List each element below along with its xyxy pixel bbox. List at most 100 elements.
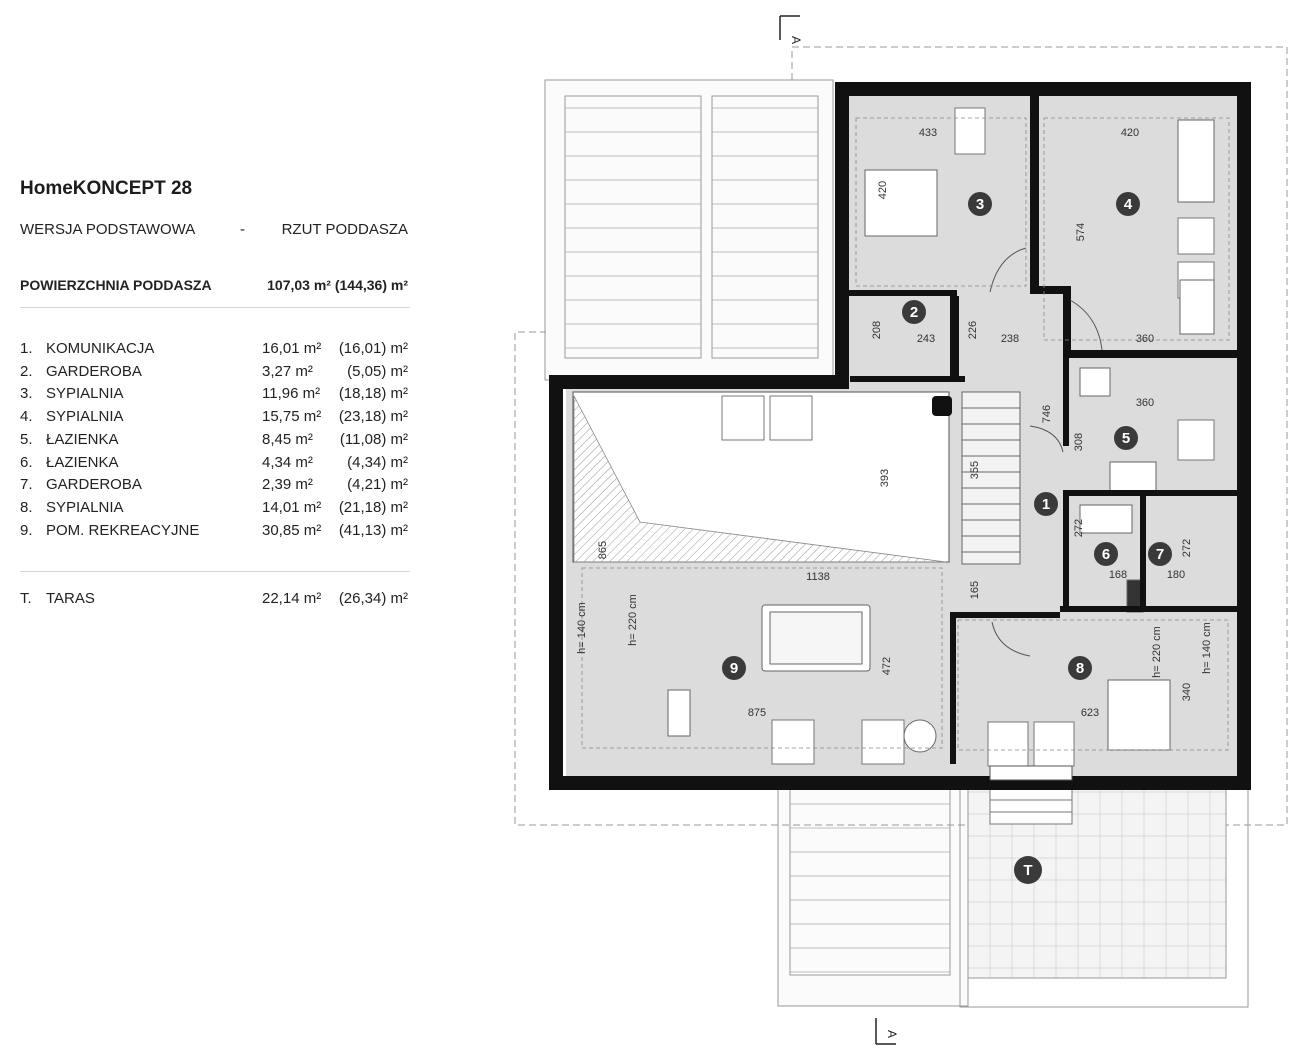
dashed-outline: [514, 46, 1288, 826]
room-marker-circle: [1034, 492, 1058, 516]
plan-subtitle: WERSJA PODSTAWOWA - RZUT PODDASZA: [20, 221, 408, 239]
exterior-walls: [549, 82, 1251, 790]
room-name: SYPIALNIA: [46, 498, 124, 516]
room-area-gross: (23,18) m²: [338, 408, 408, 426]
dimension-label: 393: [879, 469, 891, 487]
room-number: 4.: [20, 408, 33, 426]
dimension-label: 360: [1136, 333, 1154, 345]
room-name: SYPIALNIA: [46, 385, 124, 403]
room-marker-circle: [968, 192, 992, 216]
room-marker-label: 9: [730, 660, 738, 677]
dimension-label: h= 140 cm: [576, 602, 588, 654]
dimension-label: 420: [1121, 127, 1139, 139]
dimension-label: 420: [877, 181, 889, 199]
room-row: 9. POM. REKREACYJNE 30,85 m² (41,13) m²: [20, 522, 408, 540]
room-area-gross: (41,13) m²: [338, 521, 408, 539]
skylights: [721, 107, 1215, 767]
room-area: 30,85 m²: [262, 521, 322, 539]
slope-hatch: [573, 395, 947, 563]
room-number: 9.: [20, 521, 33, 539]
room-row: 5. ŁAZIENKA 8,45 m² (11,08) m²: [20, 431, 408, 449]
room-number: T.: [20, 590, 32, 607]
room-marker-label: 2: [910, 304, 918, 321]
dimension-label: 875: [748, 707, 766, 719]
total-area-row: POWIERZCHNIA PODDASZA 107,03 m² (144,36)…: [20, 277, 408, 295]
room-row: 2. GARDEROBA 3,27 m² (5,05) m²: [20, 363, 408, 381]
total-area-value: 107,03 m² (144,36) m²: [267, 277, 408, 293]
room-area: 14,01 m²: [262, 498, 322, 516]
dimension-label: 360: [1136, 397, 1154, 409]
room-marker-label: 7: [1156, 546, 1164, 563]
room-marker-circle: [1014, 856, 1042, 884]
project-title: HomeKONCEPT 28: [20, 178, 193, 199]
room-marker-circle: [902, 300, 926, 324]
room-area-gross: (11,08) m²: [339, 430, 408, 448]
dimension-label: 168: [1109, 569, 1127, 581]
room-name: GARDEROBA: [46, 476, 142, 494]
room-row: 3. SYPIALNIA 11,96 m² (18,18) m²: [20, 385, 408, 403]
dimension-lines: [581, 117, 1230, 751]
dimension-label: 165: [969, 581, 981, 599]
section-marker-bottom: [875, 1018, 896, 1045]
interior-walls: [842, 96, 1237, 764]
room-area: 2,39 m²: [262, 476, 313, 494]
subtitle-separator: -: [240, 221, 245, 238]
dimension-label: 623: [1081, 707, 1099, 719]
room-marker-label: 3: [976, 196, 984, 213]
room-name: POM. REKREACYJNE: [46, 521, 200, 539]
room-area-gross: (5,05) m²: [347, 362, 408, 380]
room-number: 7.: [20, 476, 33, 494]
room-area-gross: (18,18) m²: [338, 385, 408, 403]
roof-outline: [544, 79, 1249, 1008]
dimension-label: 1138: [806, 571, 830, 583]
room-number: 5.: [20, 430, 33, 448]
room-marker-label: 1: [1042, 496, 1050, 513]
room-number: 3.: [20, 385, 33, 403]
room-area: 4,34 m²: [262, 453, 313, 471]
room-area: 3,27 m²: [262, 362, 313, 380]
dimension-label: h= 220 cm: [1151, 626, 1163, 678]
room-marker-label: 8: [1076, 660, 1084, 677]
room-name: ŁAZIENKA: [46, 430, 119, 448]
view-label: RZUT PODDASZA: [281, 221, 408, 238]
room-marker-circle: [1114, 426, 1138, 450]
room-marker-circle: [1116, 192, 1140, 216]
room-area: 8,45 m²: [262, 430, 313, 448]
dimension-label: 308: [1073, 433, 1085, 451]
room-row: 7. GARDEROBA 2,39 m² (4,21) m²: [20, 476, 408, 494]
room-area: 11,96 m²: [262, 385, 321, 403]
terrace-door: [989, 765, 1073, 781]
room-area: 16,01 m²: [262, 340, 322, 357]
room-area-gross: (21,18) m²: [338, 498, 408, 516]
dimension-label: 180: [1167, 569, 1185, 581]
section-label-top: A: [789, 36, 803, 44]
room-name: TARAS: [46, 590, 95, 607]
dimension-label: h= 220 cm: [627, 594, 639, 646]
divider: [20, 307, 410, 308]
dimension-label: 433: [919, 127, 937, 139]
dimension-label: 272: [1181, 539, 1193, 557]
room-marker-circle: [722, 656, 746, 680]
room-area: 15,75 m²: [262, 408, 322, 426]
room-area-gross: (4,34) m²: [347, 453, 408, 471]
room-area-gross: (16,01) m²: [338, 340, 408, 357]
room-area: 22,14 m²: [262, 590, 322, 607]
room-area-gross: (4,21) m²: [347, 476, 408, 494]
furniture: [667, 119, 1215, 753]
dimension-label: 865: [597, 541, 609, 559]
room-name: GARDEROBA: [46, 362, 142, 380]
dimension-label: 746: [1041, 405, 1053, 423]
room-number: 1.: [20, 340, 33, 357]
dimension-label: 238: [1001, 333, 1019, 345]
room-number: 8.: [20, 498, 33, 516]
room-name: ŁAZIENKA: [46, 453, 119, 471]
dimension-label: 226: [967, 321, 979, 339]
legend-panel: HomeKONCEPT 28 WERSJA PODSTAWOWA - RZUT …: [0, 0, 440, 1060]
room-number: 2.: [20, 362, 33, 380]
version-label: WERSJA PODSTAWOWA: [20, 221, 196, 238]
terrace-row: T. TARAS 22,14 m² (26,34) m²: [20, 590, 408, 608]
